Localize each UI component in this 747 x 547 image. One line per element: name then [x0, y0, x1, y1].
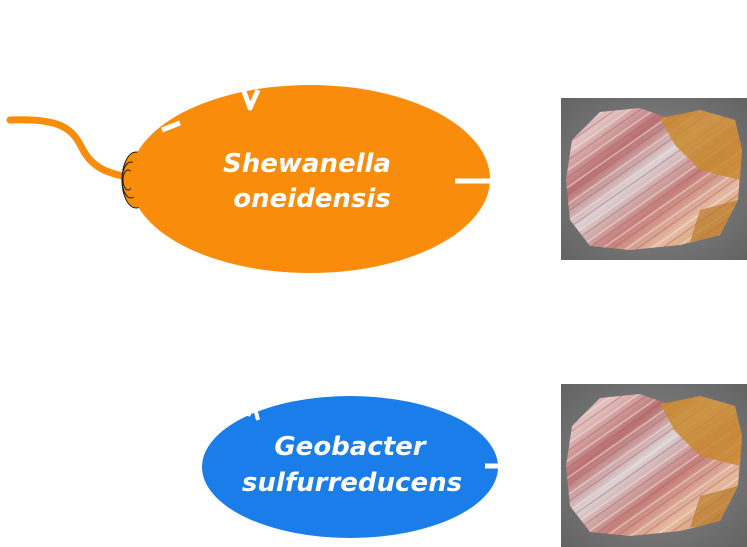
shewanella-name-line2: oneidensis	[233, 184, 391, 214]
geobacter-name-line2: sulfurreducens	[242, 468, 462, 498]
shewanella-name-line1: Shewanella	[223, 149, 391, 179]
mineral-photo	[561, 98, 747, 260]
cytochrome-mark	[246, 402, 260, 421]
flagellum	[6, 116, 138, 182]
geobacter-name-line1: Geobacter	[274, 432, 427, 462]
shewanella-group: Shewanella oneidensis	[6, 85, 490, 273]
geobacter-group: Geobacter sulfurreducens	[202, 396, 499, 538]
cytochrome-mark	[161, 120, 181, 133]
shewanella-cell	[130, 85, 490, 273]
cytochrome-mark	[239, 85, 261, 111]
geobacter-cell	[202, 396, 498, 538]
mineral-photo	[561, 384, 747, 547]
